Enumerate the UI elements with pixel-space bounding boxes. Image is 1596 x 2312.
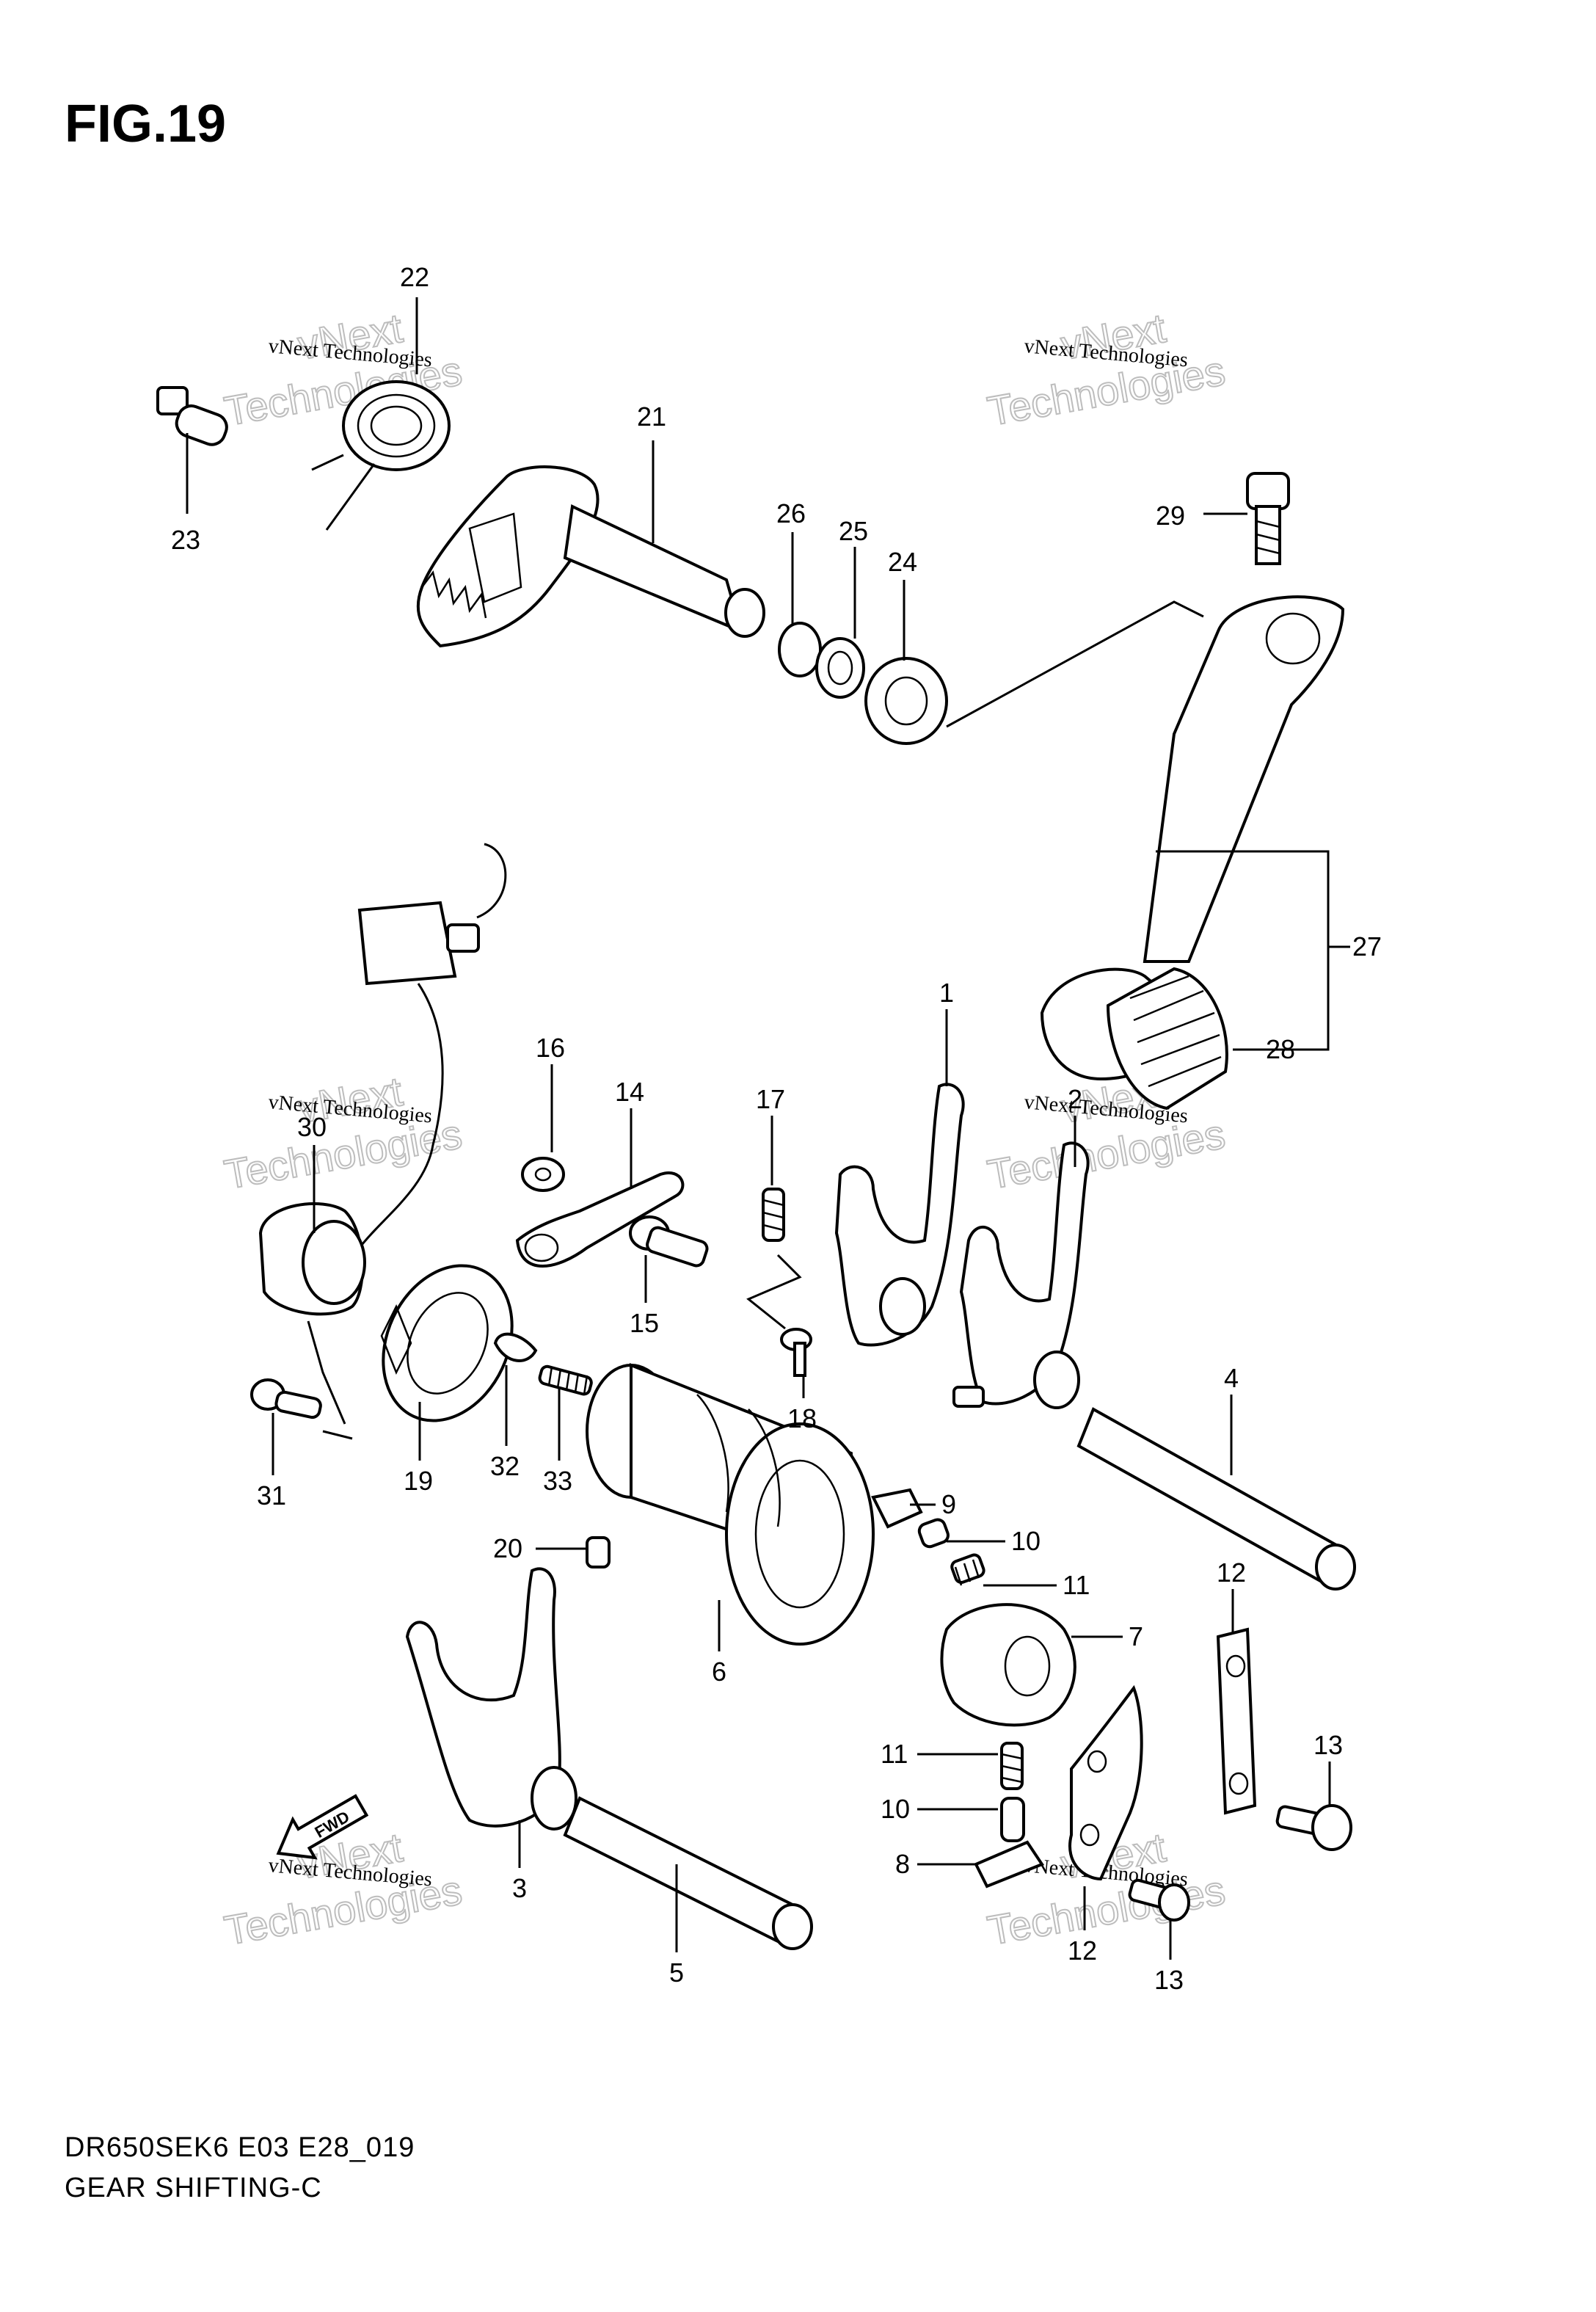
watermark-top-left: Technologies vNext vNext Technologies	[220, 304, 466, 435]
part-21-shift-cam	[307, 1264, 514, 1440]
part-4-fork-shaft	[1076, 1407, 1356, 1591]
callout-10-upper: 10	[1011, 1526, 1041, 1556]
part-34-pin	[493, 1332, 538, 1362]
callout-19: 17	[756, 1084, 785, 1114]
callout-20: 18	[787, 1403, 817, 1433]
callout-21: 19	[404, 1466, 433, 1496]
part-19-spring	[746, 1188, 802, 1330]
part-14-guide-plate	[1216, 1627, 1257, 1815]
part-35-spring	[538, 1364, 593, 1396]
part-12-cam-guide	[1068, 1684, 1143, 1881]
part-1-shift-fork	[834, 1083, 965, 1347]
part-25-bolt	[156, 386, 228, 446]
part-16-stopper-arm	[515, 1171, 685, 1268]
callout-14: 12	[1217, 1557, 1246, 1588]
callout-6: 6	[712, 1657, 726, 1687]
part-18-washer	[521, 1157, 565, 1192]
callout-11-lower: 11	[881, 1739, 908, 1769]
watermark-middle-left: Technologies vNext vNext Technologies	[220, 1067, 466, 1199]
part-32-gear-position-switch	[258, 843, 507, 1316]
callout-numbers: 22 23 21 26 25 24 29 27 28 1 2 16 14 15 …	[171, 262, 1382, 1995]
callout-31: 29	[1156, 501, 1185, 531]
callout-32: 30	[297, 1112, 327, 1142]
callout-8: 8	[895, 1849, 910, 1879]
callout-35: 33	[543, 1466, 572, 1496]
part-30-lever-rubber	[1106, 967, 1228, 1110]
watermark-top-right: Technologies vNext vNext Technologies	[983, 304, 1229, 435]
callout-28: 26	[776, 498, 806, 528]
watermark-bottom-left: Technologies vNext vNext Technologies	[220, 1823, 466, 1955]
callout-17: 15	[630, 1308, 659, 1338]
part-5-fork-shaft	[563, 1796, 813, 1950]
part-24-spring	[311, 380, 451, 531]
part-6-shift-drum	[586, 1363, 875, 1646]
part-11-spring-lower	[1000, 1742, 1024, 1790]
figure-title: FIG.19	[65, 95, 227, 153]
callout-23: 21	[637, 401, 666, 432]
part-2-shift-fork	[952, 1141, 1090, 1409]
part-22-pin	[586, 1536, 611, 1568]
callout-27: 25	[839, 516, 868, 546]
callout-22: 20	[493, 1533, 522, 1563]
callout-30: 28	[1266, 1034, 1295, 1064]
part-20-pin	[780, 1328, 812, 1377]
callout-11-upper: 11	[1063, 1570, 1090, 1600]
callout-16: 14	[615, 1077, 644, 1107]
callout-25: 23	[171, 525, 200, 555]
callout-2: 2	[1068, 1084, 1082, 1114]
part-31-bolt	[1246, 472, 1290, 565]
callout-7: 7	[1129, 1621, 1143, 1651]
callout-12: 12	[1068, 1935, 1097, 1966]
callout-5: 5	[669, 1957, 684, 1988]
callout-3: 3	[512, 1873, 527, 1903]
part-33-bolt	[250, 1378, 322, 1419]
callout-15: 13	[1313, 1730, 1343, 1760]
part-13-bolt	[1128, 1878, 1190, 1922]
callout-29: 27	[1352, 931, 1382, 961]
callout-18: 16	[536, 1033, 565, 1063]
part-26-oil-seal	[864, 657, 948, 745]
assembly-name-caption: GEAR SHIFTING-C	[65, 2173, 322, 2203]
callout-26: 24	[888, 547, 917, 577]
part-15-screw	[1275, 1804, 1352, 1851]
callout-10-lower: 10	[881, 1794, 910, 1824]
part-3-shift-fork	[405, 1567, 577, 1831]
part-28-circlip	[778, 622, 822, 677]
part-10-pin-upper	[917, 1518, 950, 1549]
callout-13: 13	[1154, 1965, 1184, 1995]
callout-24: 22	[400, 262, 429, 292]
part-9-pawl	[871, 1488, 923, 1529]
part-23-shift-shaft	[416, 465, 765, 648]
part-7-pawl-lifter	[940, 1603, 1076, 1727]
callout-1: 1	[939, 978, 954, 1008]
part-27-washer	[815, 637, 865, 699]
part-17-bolt	[629, 1215, 709, 1268]
callout-34: 32	[490, 1451, 520, 1481]
part-8-pawl	[974, 1840, 1045, 1889]
model-code-caption: DR650SEK6 E03 E28_019	[65, 2132, 415, 2163]
part-10-pin-lower	[1000, 1797, 1025, 1842]
leader-lines	[186, 297, 1350, 1960]
callout-9: 9	[941, 1489, 956, 1519]
part-11-spring-upper	[950, 1553, 985, 1586]
callout-33: 31	[257, 1480, 286, 1511]
callout-4: 4	[1224, 1363, 1239, 1393]
